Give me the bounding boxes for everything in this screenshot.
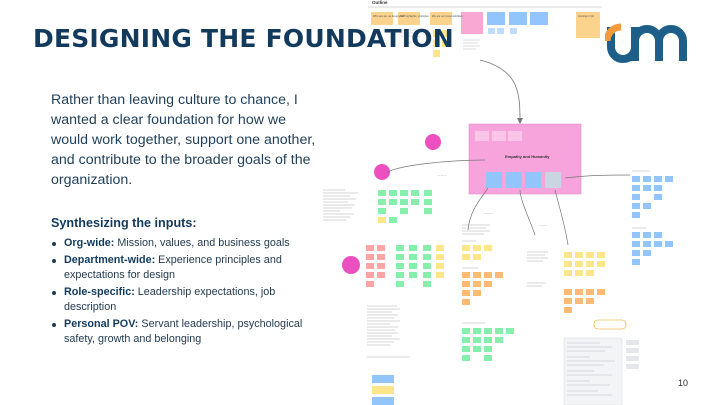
bullet-role-specific: Role-specific: Leadership expectations, … — [51, 285, 316, 314]
page-number: 10 — [678, 378, 689, 388]
top-small-notes — [433, 28, 517, 57]
svg-text:— — —: — — — — [538, 224, 547, 227]
middle-column-stickies — [462, 245, 514, 361]
svg-text:— — —: — — — — [438, 174, 447, 177]
bullet-org-wide: Org-wide: Mission, values, and business … — [51, 236, 316, 251]
left-sticky-grid — [378, 190, 432, 223]
far-right-stickies — [632, 176, 673, 265]
brand-logo — [605, 23, 687, 63]
input-bullet-list: Org-wide: Mission, values, and business … — [51, 236, 316, 349]
bottom-right-cards — [563, 337, 639, 405]
bullet-label: Org-wide: — [64, 237, 115, 249]
right-center-stickies — [564, 252, 627, 330]
page-title: DESIGNING THE FOUNDATION — [33, 24, 454, 53]
bullet-label: Department-wide: — [64, 254, 156, 267]
center-label: Empathy and Humanity — [505, 154, 550, 159]
bullet-label: Personal POV: — [64, 318, 139, 331]
svg-text:Coming in Q2: Coming in Q2 — [578, 14, 594, 18]
left-bottom-stickies — [372, 375, 394, 405]
svg-text:Skill highlights, principles: Skill highlights, principles — [400, 14, 430, 18]
bullet-text: Mission, values, and business goals — [114, 237, 290, 249]
left-sticky-grid-2 — [366, 245, 444, 287]
bullet-label: Role-specific: — [64, 286, 135, 299]
section-subheading: Synthesizing the inputs: — [51, 216, 197, 230]
svg-text:We are our responsibilities: We are our responsibilities — [432, 14, 463, 18]
svg-text:— — —: — — — — [484, 212, 493, 215]
svg-text:Who are we, as designers?: Who are we, as designers? — [373, 14, 405, 18]
bullet-personal-pov: Personal POV: Servant leadership, psycho… — [51, 317, 316, 346]
top-sticky-row: Who are we, as designers? Skill highligh… — [371, 12, 600, 38]
bullet-text: Experience principles and expectations f… — [64, 254, 282, 281]
left-notes-lines — [323, 189, 358, 221]
intro-paragraph: Rather than leaving culture to chance, I… — [51, 92, 316, 188]
bullet-text: Leadership expectations, job description — [64, 286, 276, 313]
bullet-department-wide: Department-wide: Experience principles a… — [51, 253, 316, 282]
outline-label: Outline — [372, 0, 388, 5]
left-bottom-lines — [367, 305, 410, 358]
bullet-text: Servant leadership, psychological safety… — [64, 318, 303, 345]
center-sticky-row — [486, 172, 561, 188]
